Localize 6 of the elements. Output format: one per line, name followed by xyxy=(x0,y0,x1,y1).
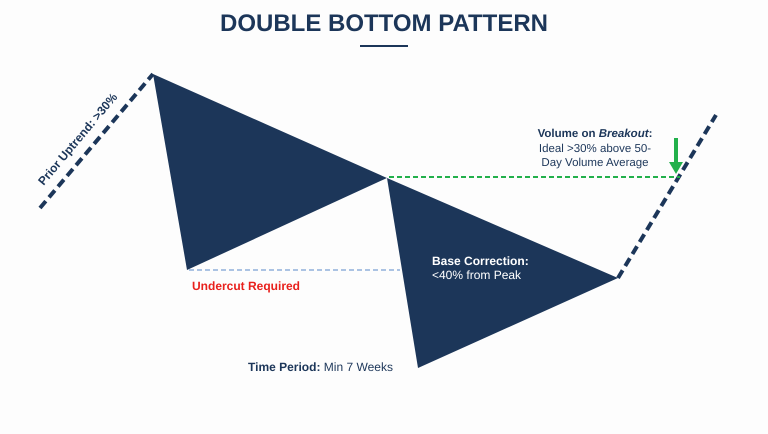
time-period-label: Time Period: Min 7 Weeks xyxy=(248,360,393,374)
title: DOUBLE BOTTOM PATTERN xyxy=(219,10,549,39)
volume-heading: Volume on Breakout: xyxy=(536,128,654,142)
undercut-label: Undercut Required xyxy=(192,279,300,294)
volume-note: Ideal >30% above 50- Day Volume Average xyxy=(538,143,652,171)
correction-label: Base Correction: <40% from Peak xyxy=(432,254,530,283)
